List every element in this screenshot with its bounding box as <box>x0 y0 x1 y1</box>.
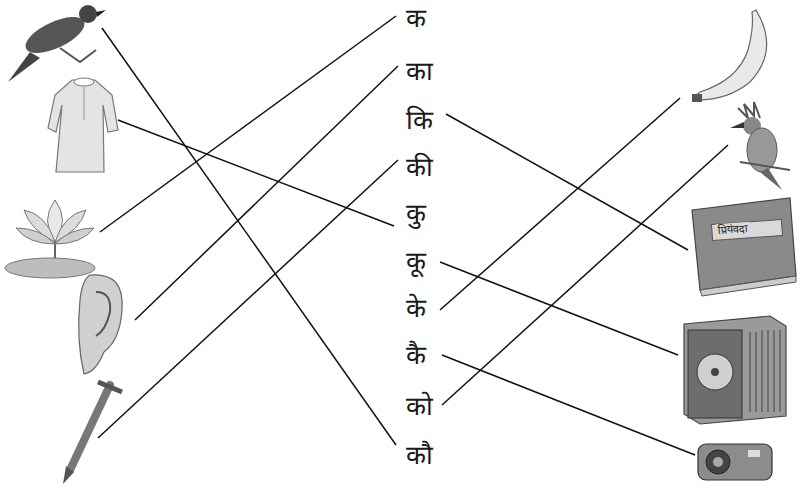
bird-left <box>8 5 106 82</box>
cooler <box>684 316 786 424</box>
syllable-label: कै <box>404 340 428 370</box>
syllable-label: कु <box>404 198 428 228</box>
camera <box>698 444 772 480</box>
book <box>692 198 796 296</box>
book-title: प्रियंवदा <box>716 222 751 237</box>
syllable-label: के <box>404 293 428 323</box>
match-line <box>100 16 396 232</box>
match-line <box>118 120 394 226</box>
match-line <box>440 262 678 355</box>
match-line <box>102 28 396 445</box>
banana <box>692 10 767 102</box>
ear <box>79 275 123 374</box>
bird-right <box>730 102 790 190</box>
syllable-label: की <box>404 152 435 182</box>
syllable-label: का <box>404 56 435 86</box>
match-lines <box>98 16 728 455</box>
syllable-label: को <box>404 391 435 421</box>
kurta <box>48 78 118 172</box>
syllable-label: क <box>404 3 428 33</box>
match-line <box>446 114 688 250</box>
syllable-label: कौ <box>404 440 435 470</box>
nail <box>63 382 122 484</box>
match-line <box>98 160 398 438</box>
syllable-label: कि <box>404 105 435 135</box>
match-line <box>440 98 680 310</box>
syllable-label: कू <box>404 246 428 276</box>
lotus <box>5 200 95 278</box>
